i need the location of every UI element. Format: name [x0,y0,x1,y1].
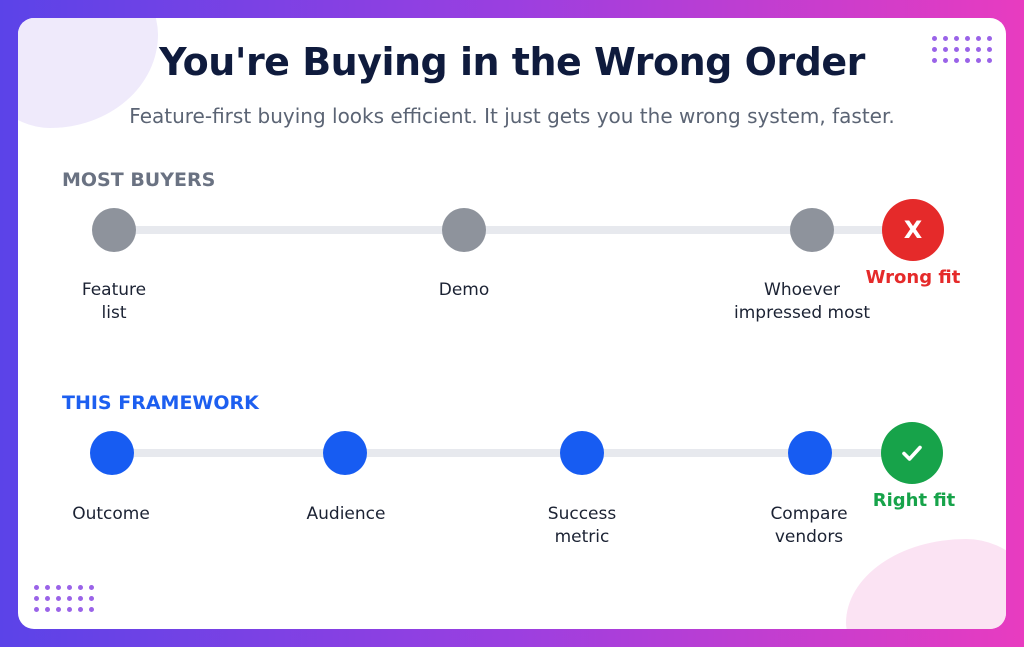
most-buyers-node-1 [92,208,136,252]
most-buyers-step-3: Whoever impressed most [734,280,870,323]
framework-node-1 [90,431,134,475]
most-buyers-node-3 [790,208,834,252]
wrong-fit-badge: X [882,199,944,261]
framework-node-4 [788,431,832,475]
right-fit-label: Right fit [872,490,956,511]
framework-node-3 [560,431,604,475]
wrong-fit-label: Wrong fit [865,267,961,288]
most-buyers-step-2: Demo [438,280,490,300]
most-buyers-label: MOST BUYERS [62,169,216,191]
page-title: You're Buying in the Wrong Order [159,40,865,84]
framework-node-2 [323,431,367,475]
most-buyers-step-1: Feature list [81,280,147,323]
framework-step-2: Audience [306,504,386,524]
card: You're Buying in the Wrong Order Feature… [18,18,1006,629]
dot-grid-top-right [932,36,992,63]
framework-step-1: Outcome [72,504,150,524]
right-fit-badge [881,422,943,484]
framework-track [118,449,888,457]
framework-label: THIS FRAMEWORK [62,392,259,414]
x-icon: X [903,216,923,244]
page-subtitle: Feature-first buying looks efficient. It… [129,104,895,128]
dot-grid-bottom-left [34,585,94,612]
check-icon [902,445,922,461]
most-buyers-node-2 [442,208,486,252]
framework-step-4: Compare vendors [770,504,848,547]
framework-step-3: Success metric [547,504,617,547]
decorative-blob-bottom-right [846,539,1006,629]
most-buyers-track [118,226,888,234]
